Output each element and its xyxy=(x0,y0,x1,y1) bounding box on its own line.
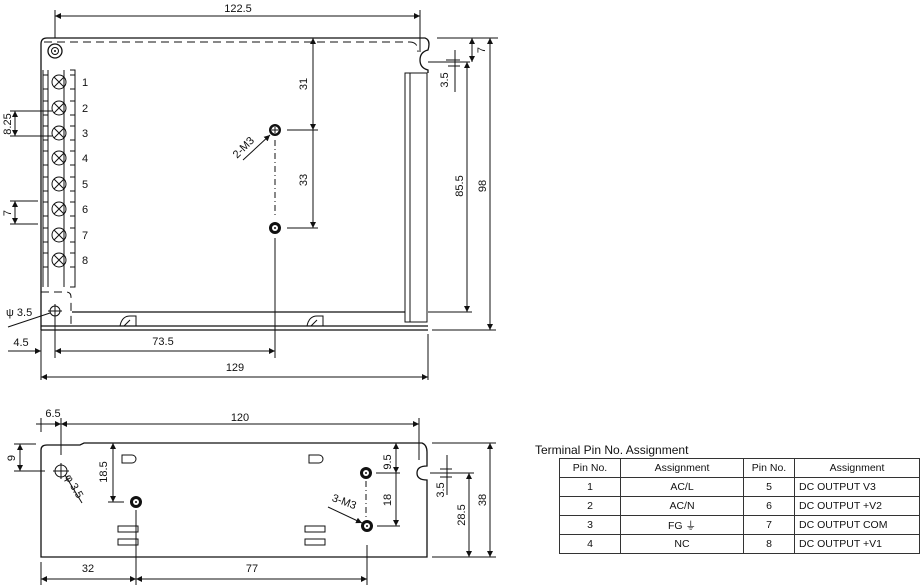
pin-no: 3 xyxy=(559,515,621,535)
assignment: AC/L xyxy=(620,477,744,497)
pin-no: 7 xyxy=(743,515,795,535)
dim-120: 120 xyxy=(231,412,249,424)
terminal-block: 1 2 3 4 5 6 7 8 xyxy=(42,69,88,288)
terminal-number: 2 xyxy=(82,103,88,115)
dim-28-5: 28.5 xyxy=(456,504,468,525)
screw-hole-icon xyxy=(130,496,142,508)
top-view-outline xyxy=(40,37,430,330)
dim-8-25: 8.25 xyxy=(2,113,14,134)
screw-hole-icon xyxy=(361,520,373,532)
screw-hole-icon xyxy=(269,222,281,234)
dim-38: 38 xyxy=(477,494,489,506)
header-assignment: Assignment xyxy=(620,458,744,478)
pin-no: 1 xyxy=(559,477,621,497)
dim-4-5: 4.5 xyxy=(13,337,28,349)
assignment: AC/N xyxy=(620,496,744,516)
dim-85-5: 85.5 xyxy=(454,175,466,196)
terminal-screw-icon xyxy=(43,150,75,166)
screw-hole-icon xyxy=(269,124,281,136)
terminal-number: 7 xyxy=(82,230,88,242)
dim-7-left: 7 xyxy=(2,210,14,216)
terminal-screw-icon xyxy=(43,176,75,192)
dim-31: 31 xyxy=(298,78,310,90)
mount-hole-icon xyxy=(53,463,69,479)
dim-77: 77 xyxy=(246,563,258,575)
header-pin-no: Pin No. xyxy=(743,458,795,478)
pin-no: 4 xyxy=(559,534,621,554)
terminal-number: 6 xyxy=(82,204,88,216)
dim-phi-3-5-side: φ 3.5 xyxy=(62,472,85,500)
dim-9: 9 xyxy=(6,455,18,461)
header-pin-no: Pin No. xyxy=(559,458,621,478)
terminal-screw-icon xyxy=(43,252,75,268)
side-view: 6.5 120 9 φ 3.5 18.5 9.5 18 3-M3 3.5 28.… xyxy=(6,408,496,585)
pin-table-title: Terminal Pin No. Assignment xyxy=(535,443,689,457)
assignment: DC OUTPUT V3 xyxy=(794,477,920,497)
dim-18-5: 18.5 xyxy=(98,461,110,482)
dim-73-5: 73.5 xyxy=(152,336,173,348)
dim-7-top: 7 xyxy=(476,47,488,53)
terminal-screw-icon xyxy=(43,227,75,243)
heatsink-bar xyxy=(404,72,428,323)
dim-3-5-side: 3.5 xyxy=(435,482,447,497)
pin-no: 5 xyxy=(743,477,795,497)
pin-no: 2 xyxy=(559,496,621,516)
slot-icon xyxy=(121,454,137,464)
assignment: DC OUTPUT +V1 xyxy=(794,534,920,554)
terminal-number: 3 xyxy=(82,128,88,140)
dim-32: 32 xyxy=(82,563,94,575)
assignment: DC OUTPUT +V2 xyxy=(794,496,920,516)
terminal-screw-icon xyxy=(43,125,75,141)
dim-18: 18 xyxy=(382,494,394,506)
assignment: FG ⏚ xyxy=(620,515,744,535)
mount-hole-icon xyxy=(48,304,62,318)
dim-98: 98 xyxy=(477,180,489,192)
dim-122-5: 122.5 xyxy=(224,3,252,15)
dim-33: 33 xyxy=(298,174,310,186)
header-assignment: Assignment xyxy=(794,458,920,478)
terminal-screw-icon xyxy=(43,201,75,217)
table-header-row: Pin No. Assignment Pin No. Assignment xyxy=(559,458,920,478)
dim-9-5: 9.5 xyxy=(382,454,394,469)
screw-label-3-m3: 3-M3 xyxy=(330,492,358,512)
terminal-screw-icon xyxy=(43,74,75,90)
terminal-screw-icon xyxy=(43,100,75,116)
dim-6-5: 6.5 xyxy=(45,408,60,420)
terminal-number: 8 xyxy=(82,255,88,267)
pin-no: 6 xyxy=(743,496,795,516)
terminal-number: 1 xyxy=(82,77,88,89)
assignment: NC xyxy=(620,534,744,554)
screw-hole-icon xyxy=(47,43,63,59)
clip-icon xyxy=(306,315,324,327)
screw-hole-icon xyxy=(360,467,372,479)
dim-3-5: 3.5 xyxy=(439,72,451,87)
screw-label-2-m3: 2-M3 xyxy=(231,135,257,161)
terminal-number: 5 xyxy=(82,179,88,191)
dim-phi-3-5: ψ 3.5 xyxy=(6,307,32,319)
side-view-outline xyxy=(40,442,428,558)
terminal-number: 4 xyxy=(82,153,88,165)
slot-icon xyxy=(308,454,324,464)
clip-icon xyxy=(119,315,137,327)
pin-no: 8 xyxy=(743,534,795,554)
dim-129: 129 xyxy=(226,362,244,374)
assignment: DC OUTPUT COM xyxy=(794,515,920,535)
